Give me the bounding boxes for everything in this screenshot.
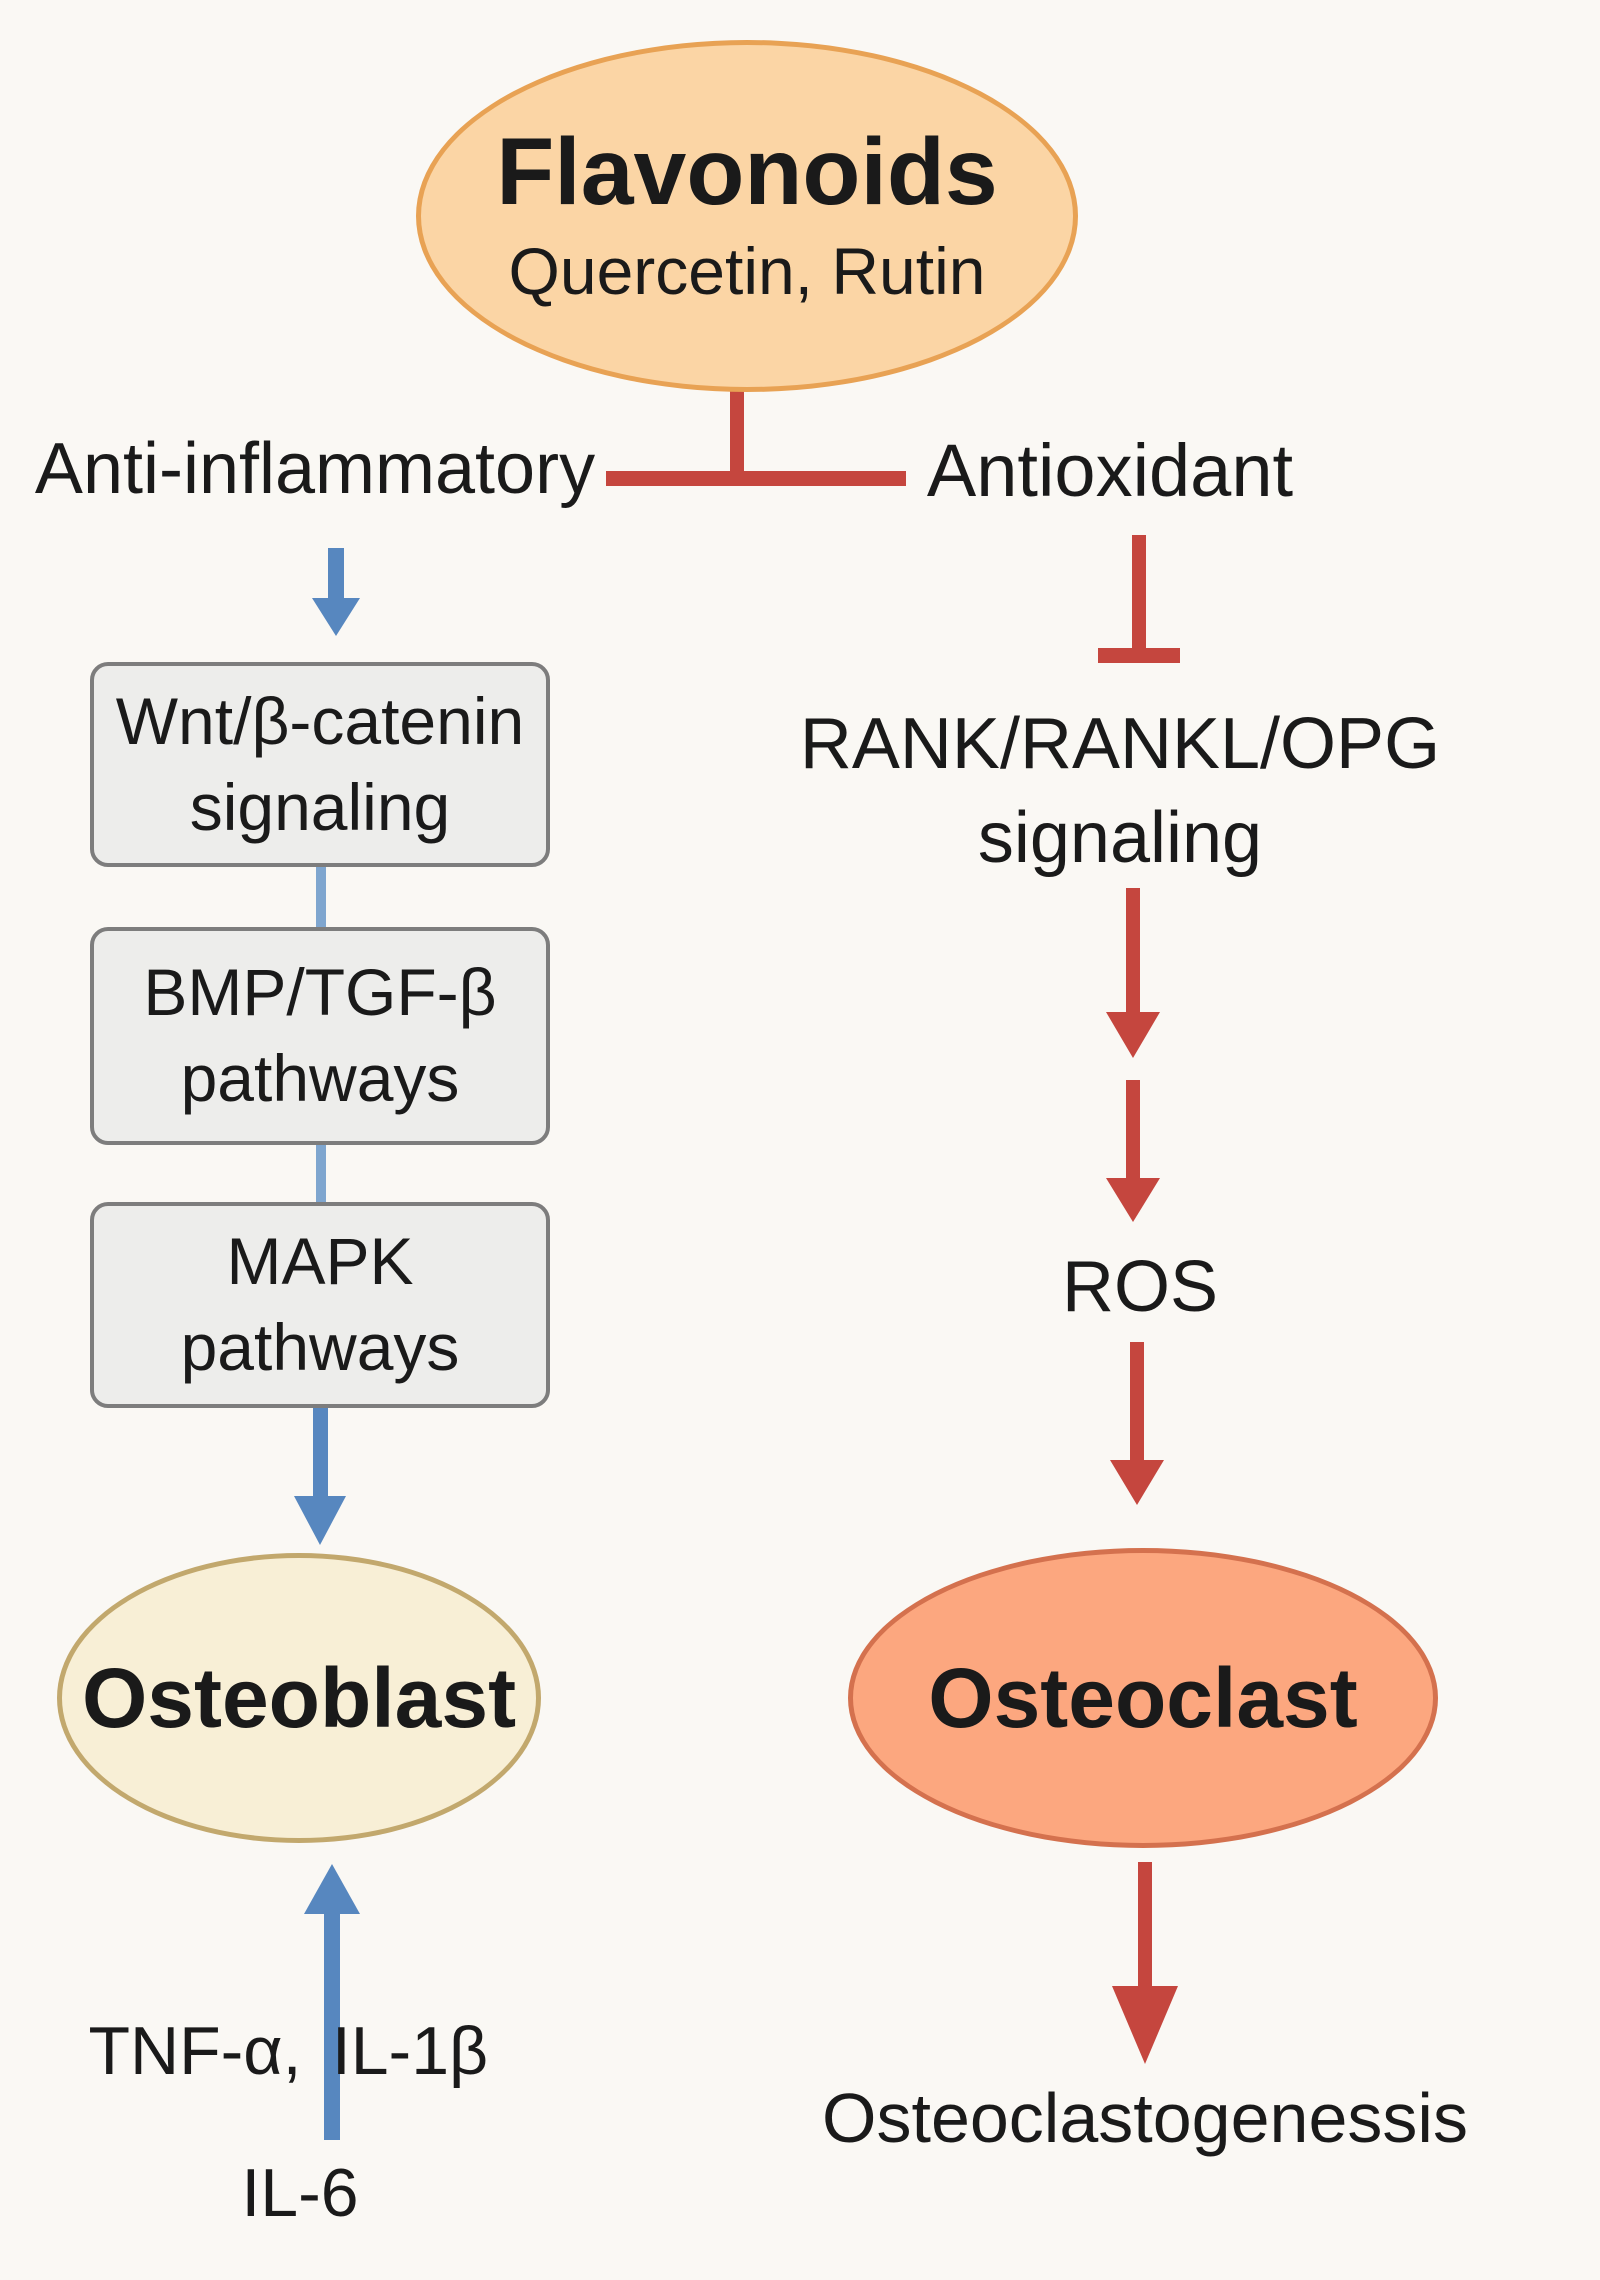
arrow-shaft — [1138, 1862, 1152, 1992]
arrow-head — [1110, 1460, 1164, 1505]
red-arrow-down-icon — [1112, 1862, 1178, 2064]
wnt-box-line1: Wnt/β-catenin — [115, 683, 525, 758]
arrow-shaft — [1130, 1342, 1144, 1462]
bmp-box-line1: BMP/TGF-β — [143, 955, 497, 1030]
antioxidant-label: Antioxidant — [926, 429, 1294, 512]
wnt-box-line2: signaling — [189, 769, 451, 844]
arrow-head — [1106, 1012, 1160, 1058]
tnf-alpha-label: TNF-α, — [88, 2013, 302, 2089]
osteoclast-label: Osteoclast — [928, 1650, 1358, 1745]
mapk-box-line1: MAPK — [226, 1224, 414, 1299]
rank-label-line2: signaling — [977, 797, 1263, 878]
flavonoids-node: Flavonoids Quercetin, Rutin — [416, 40, 1078, 392]
il-6-label: IL-6 — [241, 2155, 359, 2231]
branch-crossbar — [606, 471, 906, 486]
arrow-shaft — [328, 548, 344, 602]
anti-inflammatory-label: Anti-inflammatory — [34, 429, 596, 509]
wnt-catenin-signaling-box: Wnt/β-catenin signaling — [90, 662, 550, 867]
box-connector-line-1 — [316, 864, 326, 930]
flavonoids-title: Flavonoids — [496, 119, 998, 226]
red-arrow-down-icon — [1110, 1342, 1164, 1505]
arrow-head — [1112, 1986, 1178, 2064]
arrow-shaft — [313, 1406, 328, 1500]
arrow-head — [1106, 1178, 1160, 1222]
box-connector-line-2 — [316, 1142, 326, 1205]
bmp-tgf-pathways-box: BMP/TGF-β pathways — [90, 927, 550, 1145]
red-arrow-down-icon — [1106, 1080, 1160, 1222]
mapk-pathways-box: MAPK pathways — [90, 1202, 550, 1408]
flavonoids-branch-connector — [606, 386, 906, 486]
osteoblast-label: Osteoblast — [81, 1650, 517, 1745]
blue-arrow-up-icon — [304, 1864, 360, 2140]
inhibit-stem — [1132, 535, 1146, 653]
flavonoids-subtitle: Quercetin, Rutin — [508, 233, 986, 308]
mapk-box-line2: pathways — [180, 1310, 460, 1384]
inhibit-bar — [1098, 648, 1180, 663]
rank-label-line1: RANK/RANKL/OPG — [799, 704, 1441, 784]
arrow-head — [304, 1864, 360, 1914]
arrow-shaft — [324, 1905, 340, 2140]
arrow-shaft — [1126, 1080, 1140, 1180]
blue-arrow-down-icon — [312, 548, 360, 636]
arrow-head — [312, 598, 360, 636]
blue-arrow-down-icon — [294, 1406, 346, 1545]
bmp-box-line2: pathways — [180, 1041, 460, 1115]
osteoclast-node: Osteoclast — [848, 1548, 1438, 1848]
arrow-head — [294, 1496, 346, 1545]
arrow-shaft — [1126, 888, 1140, 1014]
rank-rankl-opg-label: RANK/RANKL/OPG signaling — [790, 698, 1450, 885]
branch-stem — [730, 386, 744, 486]
red-arrow-down-icon — [1106, 888, 1160, 1058]
antioxidant-inhibition-tbar — [1098, 535, 1180, 663]
osteoblast-node: Osteoblast — [57, 1553, 541, 1843]
ros-label: ROS — [1061, 1247, 1219, 1327]
osteoclastogenesis-label: Osteoclastogenessis — [822, 2079, 1468, 2157]
il-1b-label: IL-1β — [331, 2013, 489, 2089]
